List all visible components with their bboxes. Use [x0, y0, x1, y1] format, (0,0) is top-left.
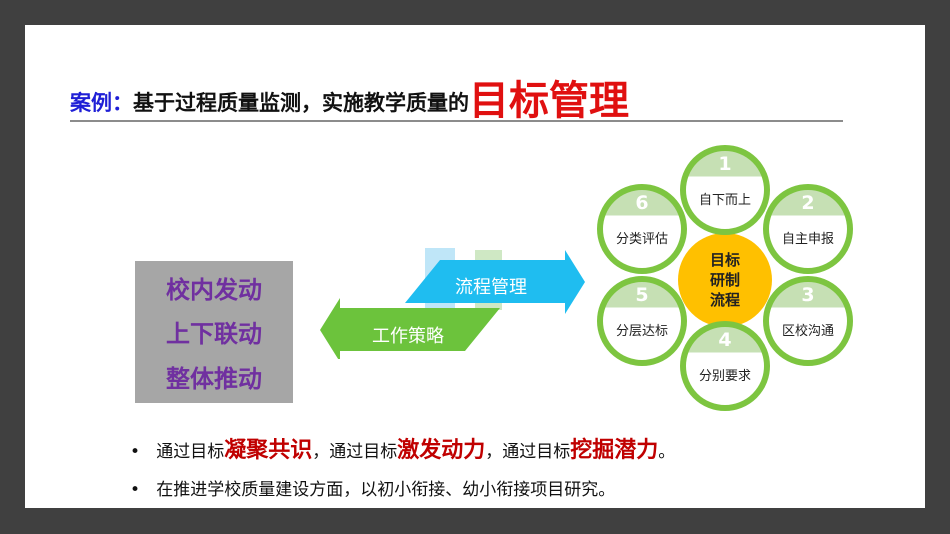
process-arrow [405, 250, 585, 314]
center-text: 目标 [709, 251, 740, 269]
bullet-text: ，通过目标 [312, 442, 398, 462]
slide-title: 案例：基于过程质量监测，实施教学质量的目标管理 [70, 68, 629, 126]
bullet-text: ，通过目标 [485, 442, 571, 462]
cycle-step: 1 自下而上 [680, 145, 770, 235]
strategy-arrow [320, 298, 500, 359]
double-arrow-graphic [320, 248, 585, 359]
step-label: 区校沟通 [781, 324, 834, 339]
cycle-step: 5 分层达标 [597, 276, 687, 366]
cycle-step: 6 分类评估 [597, 184, 687, 274]
center-text: 研制 [709, 271, 740, 289]
bullet-text: 通过目标 [156, 442, 225, 462]
step-label: 分别要求 [698, 369, 751, 384]
bullet-highlight: 凝聚共识 [224, 438, 313, 463]
bullet-text: 。 [658, 442, 676, 462]
step-number: 3 [801, 284, 815, 306]
cycle-step: 3 区校沟通 [763, 276, 853, 366]
bullet-highlight: 挖掘潜力 [570, 438, 659, 463]
strategy-arrow-label: 工作策略 [372, 326, 444, 347]
cycle-step: 2 自主申报 [763, 184, 853, 274]
step-number: 4 [718, 329, 732, 351]
title-text: 基于过程质量监测，实施教学质量的 [133, 91, 469, 115]
step-number: 6 [635, 192, 649, 214]
step-number: 2 [801, 192, 815, 214]
step-label: 分层达标 [615, 324, 668, 339]
step-label: 自主申报 [781, 232, 834, 247]
center-text: 流程 [709, 291, 740, 309]
bullet-item: • 通过目标凝聚共识，通过目标激发动力，通过目标挖掘潜力。 [130, 438, 676, 463]
bullet-item: • 在推进学校质量建设方面，以初小衔接、幼小衔接项目研究。 [130, 480, 616, 500]
cycle-center: 目标 研制 流程 [678, 233, 772, 327]
strategy-box: 校内发动 上下联动 整体推动 [135, 261, 293, 403]
title-divider [70, 120, 843, 122]
bullet-highlight: 激发动力 [397, 438, 486, 463]
step-number: 5 [635, 284, 649, 306]
bullet-text: 在推进学校质量建设方面，以初小衔接、幼小衔接项目研究。 [156, 480, 616, 500]
title-label: 案例： [70, 91, 133, 115]
process-arrow-label: 流程管理 [455, 277, 527, 298]
step-number: 1 [718, 153, 732, 175]
step-label: 分类评估 [615, 232, 668, 247]
cycle-step: 4 分别要求 [680, 321, 770, 411]
box-line: 校内发动 [166, 275, 262, 304]
step-label: 自下而上 [698, 193, 751, 208]
box-line: 上下联动 [166, 320, 262, 349]
box-line: 整体推动 [166, 365, 262, 394]
title-highlight: 目标管理 [469, 78, 629, 124]
